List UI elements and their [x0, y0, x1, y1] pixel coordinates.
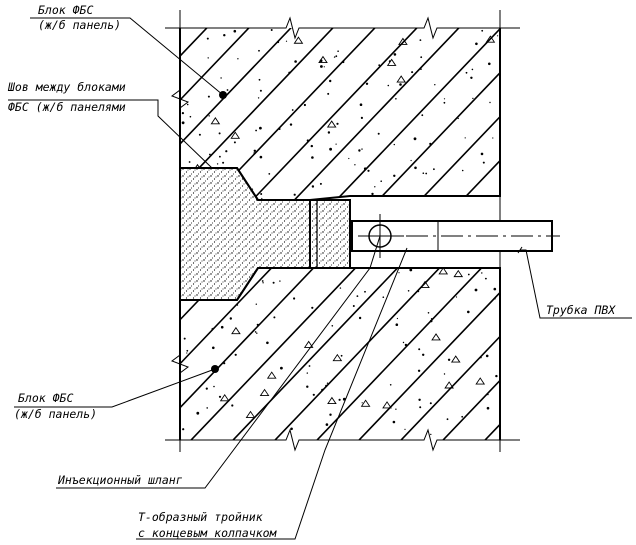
pvc-pipe	[351, 214, 560, 258]
tee-label-2: с концевым колпачком	[138, 526, 278, 540]
bottom-block-label-1: Блок ФБС	[18, 391, 73, 405]
pvc-pipe-label: Трубка ПВХ	[546, 303, 616, 317]
tee-label-1: Т-образный тройник	[138, 510, 263, 524]
seam-mortar	[179, 167, 311, 301]
top-block-label-1: Блок ФБС	[38, 3, 93, 17]
injection-hose-fill	[309, 199, 351, 269]
bottom-block-label-2: (ж/б панель)	[14, 407, 97, 421]
seam-label-2: ФБС (ж/б панелями	[8, 100, 126, 114]
injection-hose-label: Инъекционный шланг	[57, 473, 183, 487]
seam-label-1: Шов между блоками	[7, 80, 126, 94]
leader-lines	[8, 17, 632, 540]
top-block-label-2: (ж/б панель)	[38, 18, 121, 32]
